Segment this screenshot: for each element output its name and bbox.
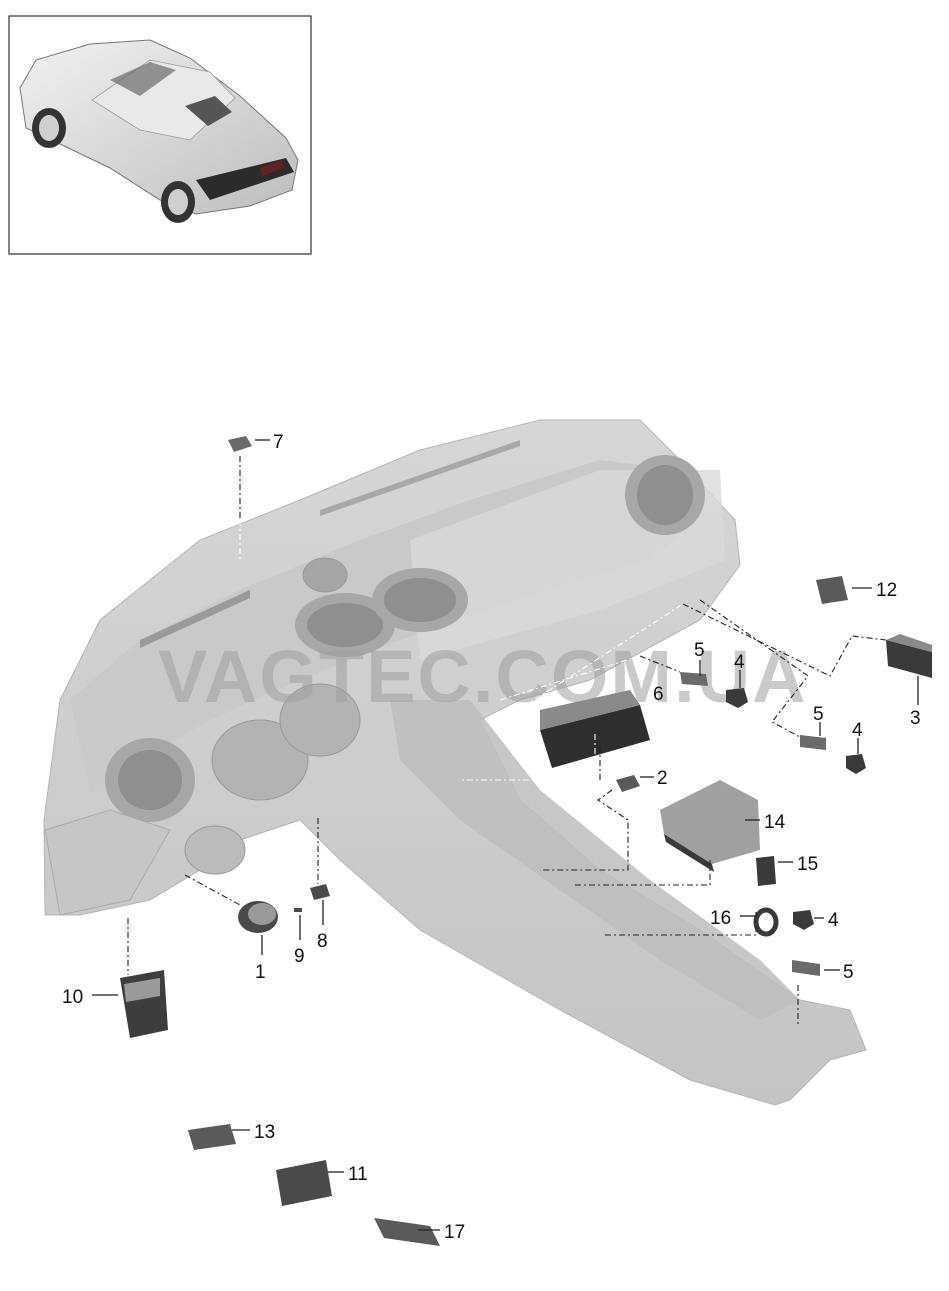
callout-6: 6 — [653, 684, 664, 705]
callout-9: 9 — [294, 946, 305, 967]
callout-2: 2 — [657, 768, 668, 789]
leader-lines — [92, 439, 919, 1231]
callout-17: 17 — [444, 1222, 465, 1243]
instrument-cluster — [184, 683, 361, 875]
callout-12: 12 — [876, 580, 897, 601]
part-10-switch-housing — [120, 970, 168, 1038]
part-9-screw — [294, 908, 302, 912]
callout-labels: 7 12 3 5 4 6 5 4 2 14 15 16 4 5 1 9 8 10… — [62, 432, 921, 1243]
callout-1: 1 — [255, 962, 266, 983]
parts — [120, 436, 932, 1246]
callout-4c: 4 — [828, 910, 839, 931]
vehicle-thumbnail — [8, 15, 312, 255]
watermark-text: VAGTEC.COM.UA — [158, 635, 808, 718]
part-5a-usb-socket — [680, 672, 708, 686]
callout-3: 3 — [910, 708, 921, 729]
callout-11: 11 — [348, 1164, 368, 1185]
air-vent-center-left — [295, 593, 395, 657]
dashboard-assembly — [43, 419, 867, 1106]
air-vent-center-right — [372, 568, 468, 632]
callout-5c: 5 — [843, 962, 854, 983]
part-3-bracket — [886, 634, 932, 678]
part-16-ring — [753, 907, 779, 937]
part-17-trim — [374, 1218, 440, 1246]
part-7-sensor — [228, 436, 252, 452]
callout-4a: 4 — [734, 652, 745, 673]
center-speaker — [302, 557, 348, 593]
part-14-control-unit — [660, 780, 760, 872]
part-15-socket — [756, 856, 776, 886]
callout-13: 13 — [254, 1122, 275, 1143]
roadster-car-icon — [19, 39, 299, 223]
callout-7: 7 — [273, 432, 284, 453]
part-4a-socket — [726, 688, 748, 708]
part-12-switch-cover — [816, 576, 848, 604]
air-vent-left — [105, 738, 195, 822]
part-13-switch — [188, 1124, 236, 1150]
callout-15: 15 — [797, 854, 818, 875]
assembly-lines — [127, 456, 887, 1025]
callout-5b: 5 — [813, 704, 824, 725]
air-vent-right — [625, 455, 705, 535]
part-5b-usb-socket — [800, 735, 826, 750]
callout-10: 10 — [62, 987, 83, 1008]
callout-5a: 5 — [694, 640, 705, 661]
part-5c-usb-socket — [792, 960, 820, 976]
part-8-clip — [310, 884, 330, 900]
callout-16: 16 — [710, 908, 731, 929]
part-1-round-switch — [238, 901, 278, 933]
part-4b-socket — [846, 754, 866, 774]
callout-14: 14 — [764, 812, 786, 833]
callout-4b: 4 — [852, 720, 863, 741]
part-4c-socket — [793, 910, 814, 930]
part-11-switch-block — [276, 1160, 332, 1206]
callout-8: 8 — [317, 931, 328, 952]
part-2-small-switch — [616, 775, 640, 792]
